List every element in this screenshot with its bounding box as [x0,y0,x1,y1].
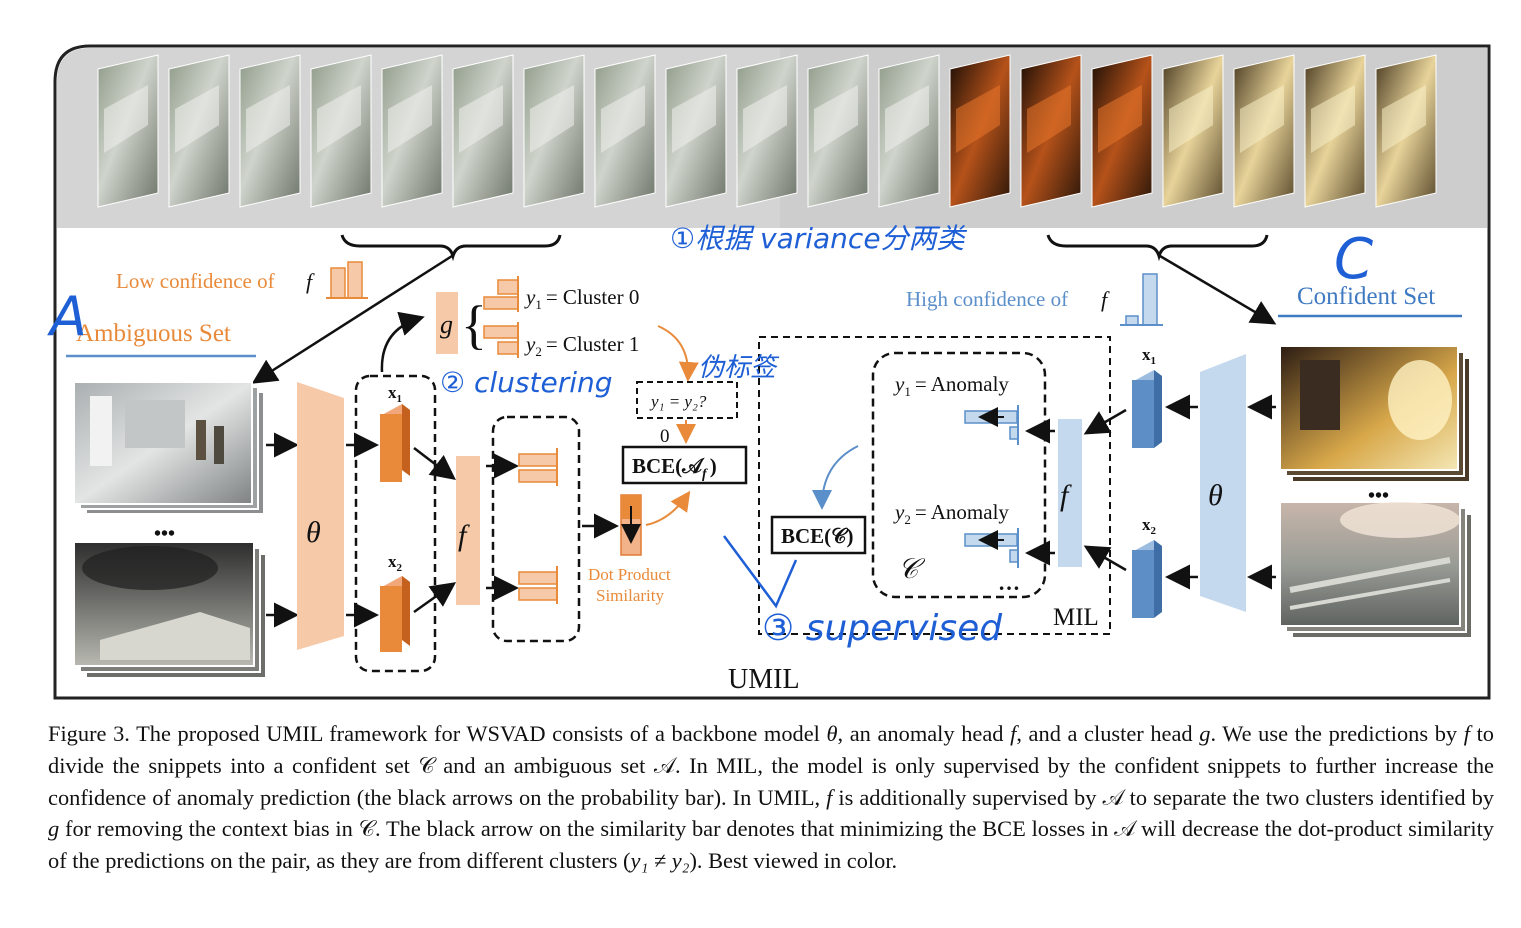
confident-photo-stack-plant [1279,501,1473,639]
video-frame-highlight [459,85,503,153]
video-frame-highlight [104,85,148,153]
video-frame-highlight [1098,85,1142,153]
video-frame-highlight [388,85,432,153]
x1-left-label: x1 [388,383,402,405]
feature-x1-left [380,404,410,482]
video-frame-highlight [1240,85,1284,153]
confident-set-label: Confident Set [1297,283,1435,310]
bce-af-box [621,445,748,485]
pseudo-label-box [636,381,738,419]
video-frame-highlight [1311,85,1355,153]
arrow-x2-right-to-f [1083,545,1127,572]
pseudo-label-zero: 0 [660,426,670,447]
anomaly-prob-bar-2 [964,528,1019,568]
video-frame-highlight [885,85,929,153]
confident-prediction-box [871,351,1047,599]
bce-c-box [770,515,867,555]
y2-anomaly-label: y2= Anomaly [893,500,1009,527]
handwritten-step3: ③ supervised [762,608,1003,649]
cluster0-bar-icon [483,276,519,312]
bce-af-label: BCE(𝒜f) [632,454,717,482]
brace-arrow-right [1159,254,1277,325]
backbone-theta-left [297,382,344,650]
c-set-ellipsis: … [998,570,1020,595]
video-frame-highlight [1169,85,1213,153]
low-confidence-f: f [306,269,315,294]
feature-x1-right [1132,370,1162,448]
x2-left-label: x2 [388,552,403,574]
video-frame-highlight [530,85,574,153]
video-frame-strip [97,48,1487,228]
y2-cluster-label: y2= Cluster 1 [524,332,639,359]
anomaly-head-f-right [1058,419,1082,567]
x1-right-label: x1 [1142,345,1156,367]
arrow-x1-to-g [380,311,425,373]
ambiguous-set-label: Ambiguous Set [76,320,231,347]
backbone-theta-right [1200,354,1246,612]
y1-cluster-label: y1= Cluster 0 [524,285,639,312]
arrow-x2-to-f [413,582,457,614]
pseudo-label-text: y₁ = y₂? [649,392,707,411]
confident-photo-stack-fire [1279,345,1471,483]
handwritten-step2-note: 伪标签 [698,353,780,383]
arrow-x1-right-to-f [1083,408,1127,435]
low-confidence-label: Low confidence of [116,269,275,293]
ambiguous-photo-stack-indoor [73,381,265,515]
feature-x2-left [380,576,410,652]
g-label: g [440,310,453,339]
theta-left-label: θ [306,516,321,549]
cluster-head-g [436,292,458,354]
handwritten-c: C [1334,227,1373,292]
prediction-group-box [491,415,581,643]
confident-brace [1046,234,1269,262]
handwritten-check-mark [722,535,798,609]
high-confidence-label: High confidence of [906,287,1068,311]
similarity-bar [620,494,642,556]
similarity-label: Similarity [596,586,665,605]
prediction-bar-x2 [518,566,558,604]
video-frame-highlight [1027,85,1071,153]
video-frame-highlight [175,85,219,153]
handwritten-a: A [47,285,87,348]
video-frame-highlight [672,85,716,153]
video-frame-highlight [814,85,858,153]
ambiguous-photo-stack-smoke [73,541,267,679]
prediction-bar-x1 [518,448,558,486]
high-confidence-bar-icon [1120,273,1163,326]
feature-x2-right [1132,540,1162,618]
video-frame-highlight [317,85,361,153]
theta-right-label: θ [1208,479,1223,512]
video-frame-highlight [956,85,1000,153]
dot-product-label: Dot Product [588,565,671,584]
handwritten-step2: ② clustering [440,366,613,399]
bce-c-label: BCE(𝒞) [781,524,853,548]
umil-label: UMIL [728,664,800,695]
anomaly-prob-bar-1 [964,405,1019,445]
arrow-x1-to-f [413,447,456,481]
arrow-clusters-to-pseudo-label [657,325,699,382]
video-frame-highlight [743,85,787,153]
handwritten-step1: ①根据 variance分两类 [670,222,968,255]
brace-arrow-left [251,254,453,384]
g-brace: { [461,295,487,355]
x2-right-label: x2 [1142,515,1157,537]
figure-caption: Figure 3. The proposed UMIL framework fo… [48,721,1494,874]
cluster1-bar-icon [483,322,519,358]
arrow-similarity-to-bce-af [645,490,691,526]
ambiguous-brace [340,234,562,262]
mil-label: MIL [1053,604,1099,631]
high-confidence-f: f [1101,287,1110,312]
low-confidence-bar-icon [326,261,368,299]
video-frame-highlight [601,85,645,153]
anomaly-head-f-left [456,456,480,605]
ambiguous-dots: ••• [154,523,175,545]
video-frame-highlight [1382,85,1426,153]
video-frame-highlight [246,85,290,153]
umil-framework-diagram: Low confidence of f High confidence of f… [47,44,1491,700]
y1-anomaly-label: y1= Anomaly [893,372,1009,399]
arrow-c-to-bce-c [812,445,859,510]
